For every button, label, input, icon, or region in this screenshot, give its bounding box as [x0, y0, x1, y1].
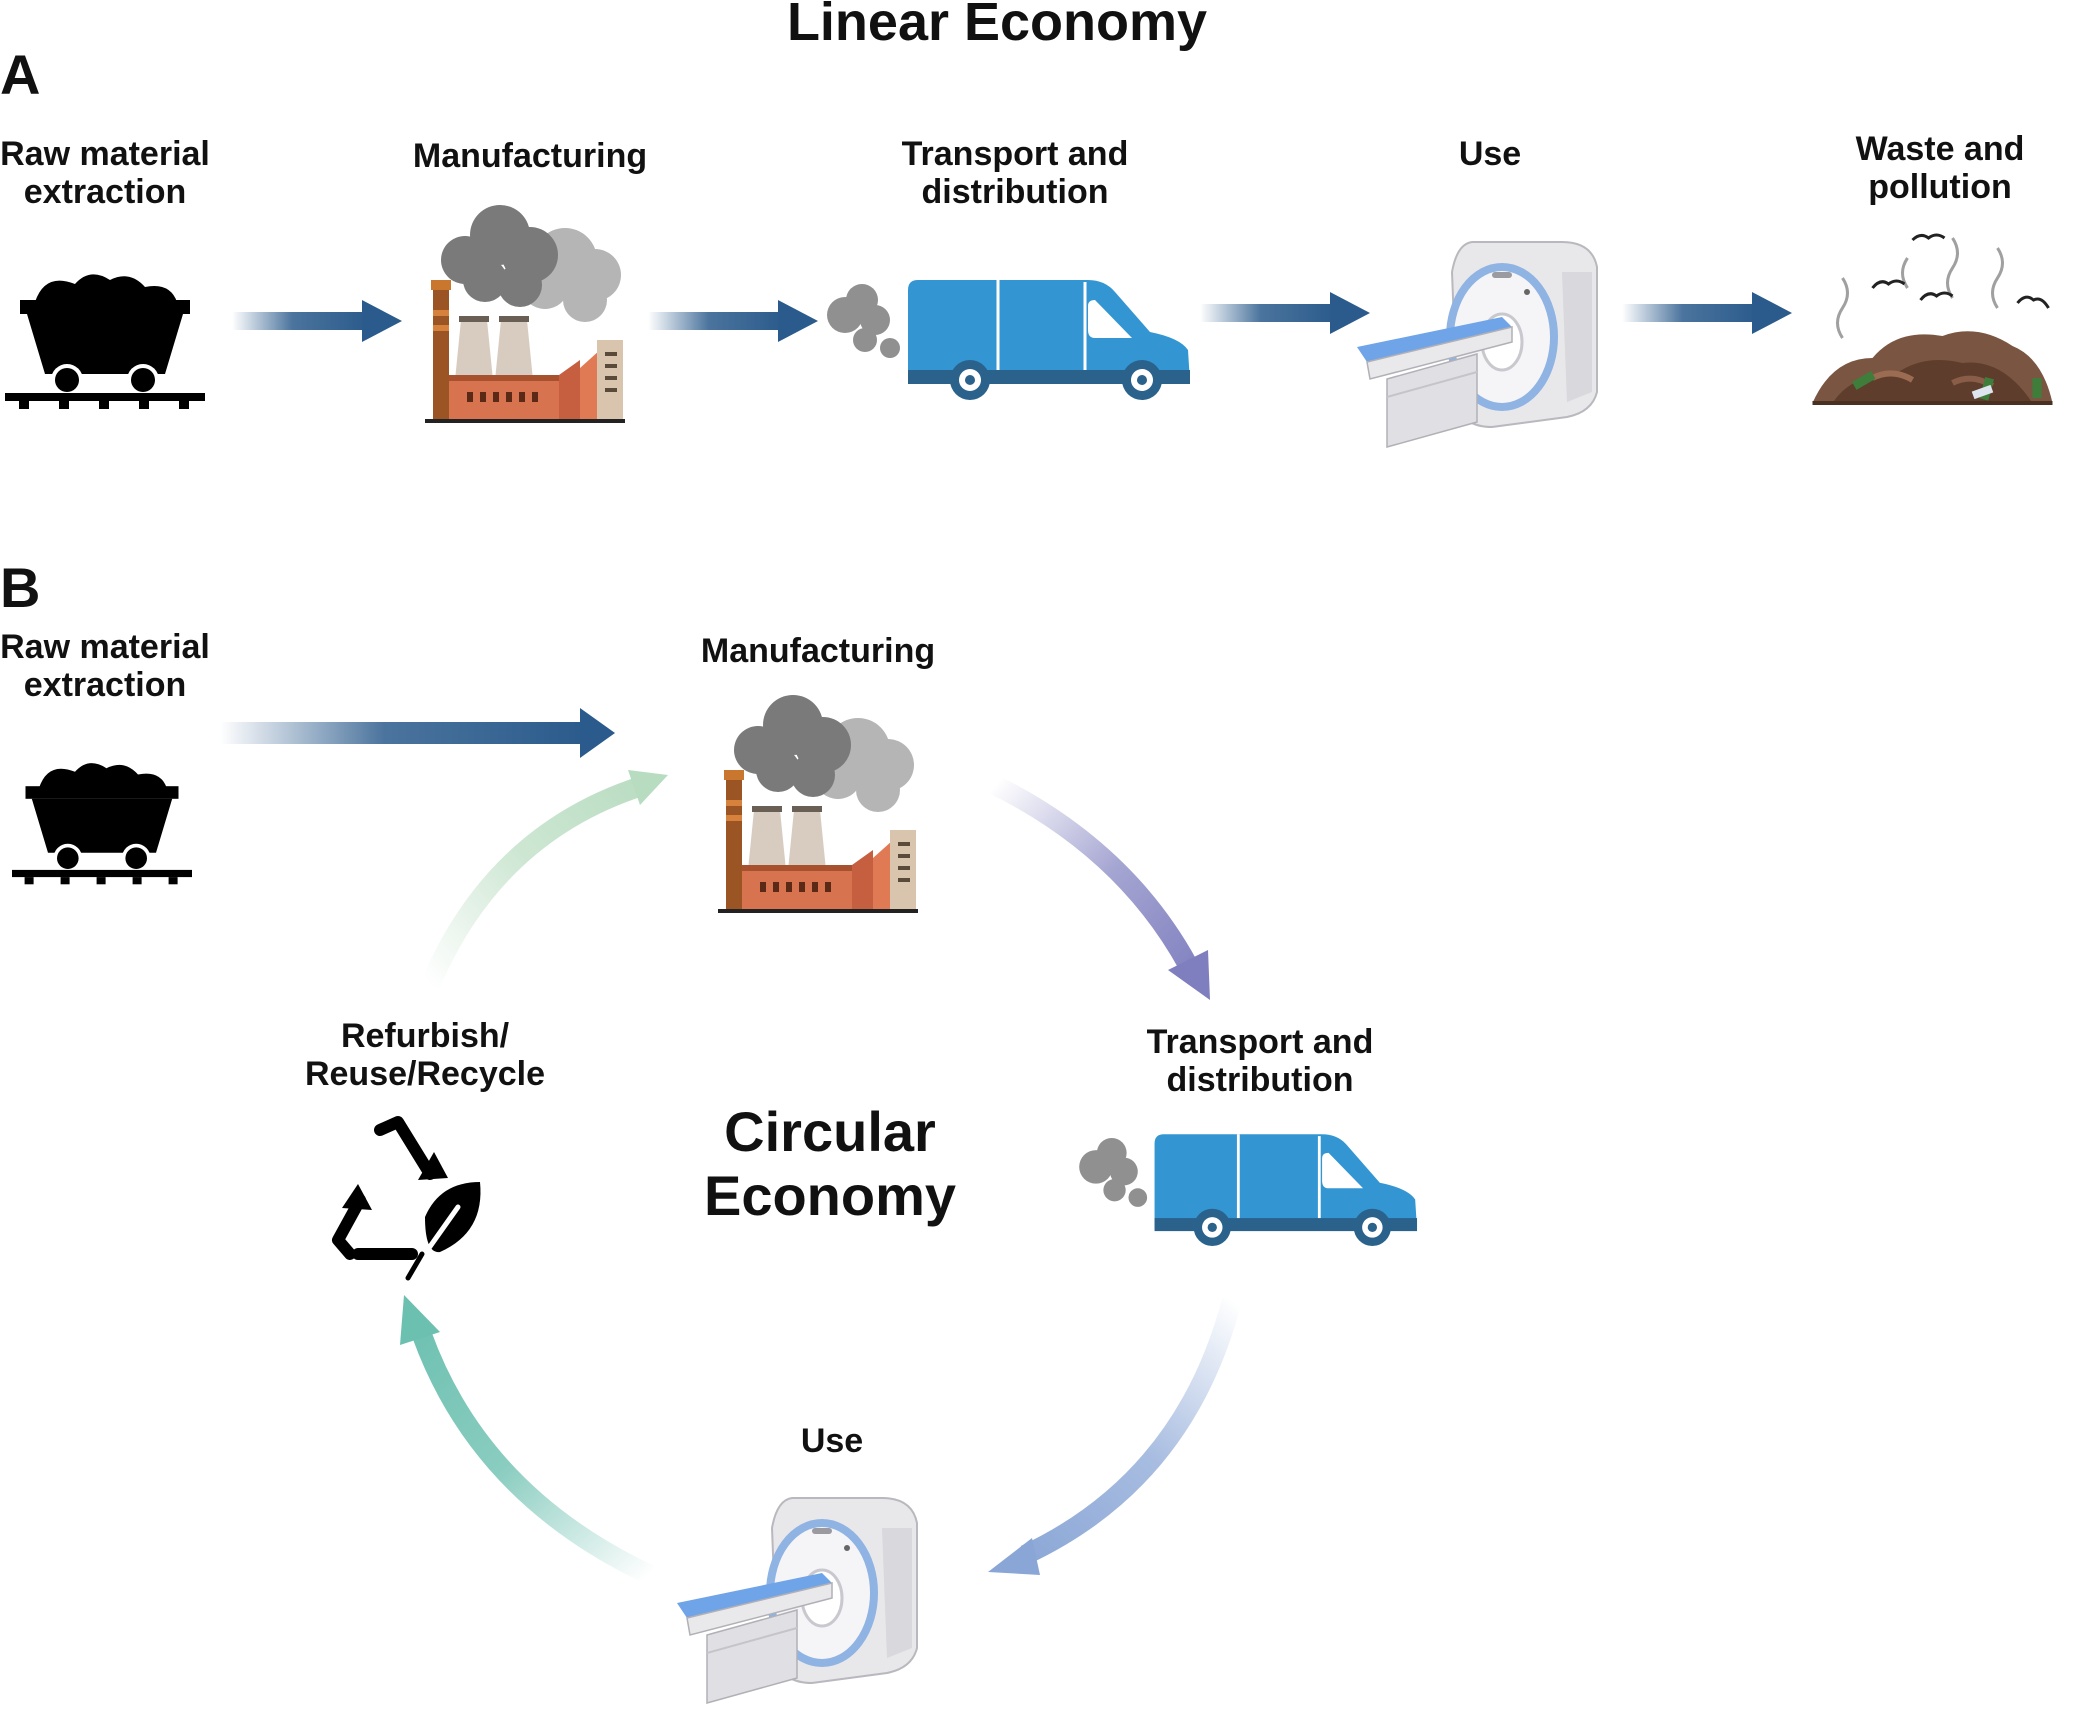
stage-label-use: Use [800, 1422, 864, 1460]
panel-b-letter: B [0, 556, 41, 619]
arrow-transport-to-use [1200, 292, 1370, 334]
stage-label-manufacturing: Manufacturing [412, 137, 648, 175]
arrow-transport-to-use [988, 1297, 1242, 1575]
stage-label-recycle: Refurbish/ Reuse/Recycle [304, 1017, 546, 1094]
arrow-raw-to-manufacturing [220, 708, 615, 758]
stage-label-raw-material: Raw material extraction [0, 628, 210, 705]
circular-economy-label: Circular Economy [703, 1100, 957, 1228]
stage-label-manufacturing: Manufacturing [700, 632, 936, 670]
arrow-raw-to-manufacturing [232, 300, 402, 342]
stage-label-raw-material: Raw material extraction [0, 135, 210, 212]
arrow-manufacturing-to-transport [990, 776, 1210, 1000]
arrow-recycle-to-manufacturing [420, 770, 668, 989]
stage-label-waste: Waste and pollution [1855, 130, 2025, 207]
arrow-manufacturing-to-transport [648, 300, 818, 342]
linear-arrows [232, 292, 1792, 342]
stage-label-use: Use [1458, 135, 1522, 173]
arrow-use-to-recycle [400, 1295, 655, 1585]
page-title: Linear Economy [786, 0, 1208, 52]
stage-label-transport: Transport and distribution [901, 135, 1129, 212]
stage-label-transport: Transport and distribution [1146, 1023, 1374, 1100]
panel-a-letter: A [0, 43, 41, 106]
arrow-use-to-waste [1622, 292, 1792, 334]
